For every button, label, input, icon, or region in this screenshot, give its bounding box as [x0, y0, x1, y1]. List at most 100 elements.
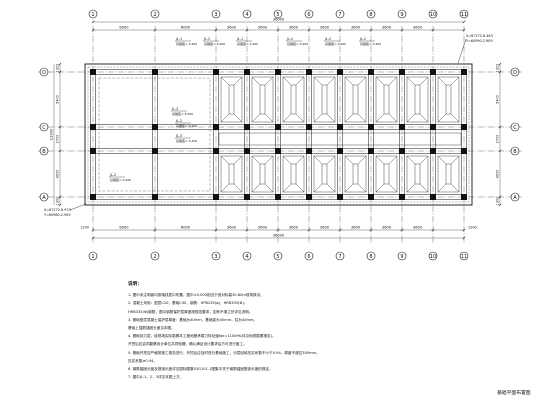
footing-hip-line	[388, 113, 398, 123]
dimension-tick	[276, 28, 280, 32]
sheet-title: 基础平面布置图	[497, 391, 531, 396]
dimension-tick	[498, 62, 502, 66]
axis-number-label: 3	[214, 12, 217, 18]
footing-panel-inner	[228, 163, 235, 185]
footing-hip-line	[437, 183, 447, 193]
footing-hip-line	[419, 113, 429, 123]
design-notes: 说明： 1. 图中未注明者均按轴线居中布置。图中±0.000相当于绝对标高30.…	[128, 281, 458, 381]
footing-panel	[437, 76, 460, 123]
column	[213, 124, 219, 130]
footing-panel-inner	[414, 163, 421, 185]
footing-panel	[220, 155, 243, 193]
footing-panel	[313, 76, 336, 123]
dimension-tick	[307, 28, 311, 32]
footing-hip-line	[295, 113, 305, 123]
axis-bubble	[397, 251, 407, 261]
bay-dimension-text: 3600	[351, 26, 361, 30]
footing-hip-line	[357, 76, 367, 86]
column	[244, 194, 250, 200]
footing-hip-line	[437, 76, 447, 86]
footing-panel-inner	[290, 84, 297, 115]
footing-hip-line	[344, 155, 354, 165]
axis-bubble	[510, 146, 520, 156]
footing-panel	[437, 155, 460, 193]
column	[90, 148, 96, 154]
footing-hip-line	[406, 76, 416, 86]
axis-letter-label: C	[513, 125, 517, 131]
coordinate-text: X=87272.6.483	[466, 34, 493, 38]
footing-panel	[282, 76, 305, 123]
axis-bubble	[242, 9, 252, 19]
axis-number-label: 10	[430, 12, 436, 18]
dimension-tick	[498, 125, 502, 129]
column	[430, 69, 436, 75]
axis-bubble	[397, 9, 407, 19]
beam-callout-name: JL-2	[286, 37, 293, 41]
column	[152, 148, 158, 154]
beam-callout-elevation: 基础底=-3.200	[176, 41, 197, 46]
axis-bubble	[459, 9, 469, 19]
axis-number-label: 1	[91, 254, 94, 260]
axis-number-label: 4	[245, 254, 248, 260]
dimension-tick	[58, 70, 62, 74]
dimension-tick	[153, 28, 157, 32]
row-dimension-text: 1300	[56, 64, 60, 73]
axis-bubble	[150, 251, 160, 261]
dimension-tick	[58, 203, 62, 207]
bay-dimension-text: 3600	[413, 26, 423, 30]
column	[461, 69, 467, 75]
beam-callout-elevation: 基础底=-3.200	[172, 111, 193, 116]
axis-bubble	[150, 9, 160, 19]
axis-bubble	[39, 146, 49, 156]
bay-dimension-text: 3600	[258, 26, 268, 30]
axis-number-label: 8	[369, 12, 372, 18]
row-dimension-text: 1300	[496, 197, 500, 206]
bay-dimension-text: 3600	[227, 226, 237, 230]
overall-length-text: 36000	[273, 18, 285, 22]
column	[306, 69, 312, 75]
footing-hip-line	[357, 183, 367, 193]
row-dimension-text: 2700	[496, 135, 500, 144]
foundation-edge-dashed	[87, 66, 470, 203]
notes-line: 压实系数≥0.94。	[128, 358, 157, 363]
column	[399, 124, 405, 130]
footing-hip-line	[282, 183, 292, 193]
axis-bubble	[304, 251, 314, 261]
footing-hip-line	[326, 183, 336, 193]
column	[90, 124, 96, 130]
dimension-tick	[214, 28, 218, 32]
row-dimension-text: 2700	[56, 135, 60, 144]
column	[337, 124, 343, 130]
notes-line: 4. 基础持力层，经现场实际勘察本工程地基承载力特征值fak=110kPa(详见…	[128, 334, 276, 339]
footing-panel-inner	[445, 163, 452, 185]
bay-dimension-text: 6000	[181, 26, 191, 30]
beam-callout-elevation: 基础底=-3.200	[287, 41, 308, 46]
dimension-tick	[369, 228, 373, 232]
footing-hip-line	[220, 113, 230, 123]
footing-hip-line	[326, 155, 336, 165]
axis-bubble	[211, 251, 221, 261]
beam-callout-elevation: 基础底=-3.200	[110, 177, 131, 182]
notes-line: HRB335(Φ)钢筋，图中钢筋保护层厚度按规范要求，如有不清之处详见说明。	[128, 309, 253, 314]
column	[152, 194, 158, 200]
footing-hip-line	[419, 76, 429, 86]
dimension-tick	[91, 236, 95, 240]
dimension-tick	[431, 228, 435, 232]
beam-callout-name: JL-2	[324, 37, 331, 41]
footing-hip-line	[406, 155, 416, 165]
column	[213, 69, 219, 75]
column	[399, 148, 405, 154]
column	[368, 148, 374, 154]
axis-bubble	[273, 9, 283, 19]
coordinate-text: Y=60980.2.909	[44, 213, 70, 217]
footing-hip-line	[437, 113, 447, 123]
footing-panel-inner	[352, 163, 359, 185]
dimension-tick	[462, 28, 466, 32]
bay-dimension-text: 6000	[181, 226, 191, 230]
axis-number-label: 9	[400, 254, 403, 260]
bay-dimension-text: 3600	[227, 26, 237, 30]
axis-bubble	[510, 67, 520, 77]
row-dimension-text: 4500	[56, 170, 60, 179]
footing-panel-inner	[321, 163, 328, 185]
